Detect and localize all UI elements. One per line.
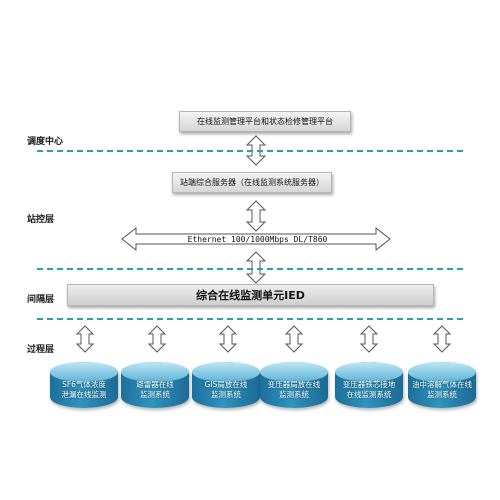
double-arrow-sub-6 <box>432 325 452 353</box>
subsystem-arrows <box>75 325 452 353</box>
management-platform-box: 在线监测管理平台和状态检修管理平台 <box>179 111 351 132</box>
network-bus-label: Ethernet 100/1000Mbps DL/T860 <box>187 235 328 244</box>
double-arrow-sub-1 <box>75 325 95 353</box>
subsystem-cylinder-4: 变压器局放在线监测系统 <box>260 362 328 408</box>
layer-label-dispatch: 调度中心 <box>27 137 64 147</box>
ied-unit-box: 综合在线监测单元IED <box>67 284 434 306</box>
subsystem-2-line1: 避雷器在线 <box>136 380 174 389</box>
subsystem-2-line2: 监测系统 <box>140 390 170 399</box>
double-arrow-sub-4 <box>284 325 304 353</box>
separator-station <box>37 268 463 270</box>
subsystem-cylinder-6: 油中溶解气体在线监测系统 <box>408 362 476 408</box>
separator-dispatch <box>37 150 463 152</box>
subsystem-5-line2: 在线监测系统 <box>346 390 392 399</box>
double-arrow-server-network <box>245 200 267 232</box>
subsystem-4-line1: 变压器局放在线 <box>267 380 321 389</box>
station-server-box: 站端综合服务器（在线监测系统服务器） <box>172 172 332 193</box>
layer-label-bay: 间隔层 <box>27 295 55 305</box>
layer-label-station-control: 站控层 <box>27 215 55 225</box>
subsystem-3-line2: 监测系统 <box>211 390 241 399</box>
double-arrow-sub-5 <box>359 325 379 353</box>
layer-label-process: 过程层 <box>27 345 55 355</box>
double-arrow-sub-3 <box>218 325 238 353</box>
double-arrow-network-ied <box>245 251 267 284</box>
subsystem-1-line1: SF6气体浓度 <box>62 380 106 389</box>
subsystem-4-line2: 监测系统 <box>279 390 309 399</box>
double-arrow-sub-2 <box>147 325 167 353</box>
separator-bay <box>37 318 463 320</box>
subsystem-cylinder-5: 变压器铁芯接地在线监测系统 <box>335 362 403 408</box>
subsystem-cylinder-2: 避雷器在线监测系统 <box>121 362 189 408</box>
subsystem-3-line1: GIS局放在线 <box>204 380 248 389</box>
subsystem-6-line1: 油中溶解气体在线 <box>412 380 472 389</box>
subsystem-cylinder-3: GIS局放在线监测系统 <box>192 362 260 408</box>
subsystem-5-line1: 变压器铁芯接地 <box>342 380 396 389</box>
subsystem-1-line2: 泄漏在线监测 <box>61 390 107 399</box>
subsystem-cylinder-1: SF6气体浓度泄漏在线监测 <box>50 362 118 408</box>
subsystem-6-line2: 监测系统 <box>427 390 457 399</box>
network-bus-arrow <box>121 226 391 252</box>
